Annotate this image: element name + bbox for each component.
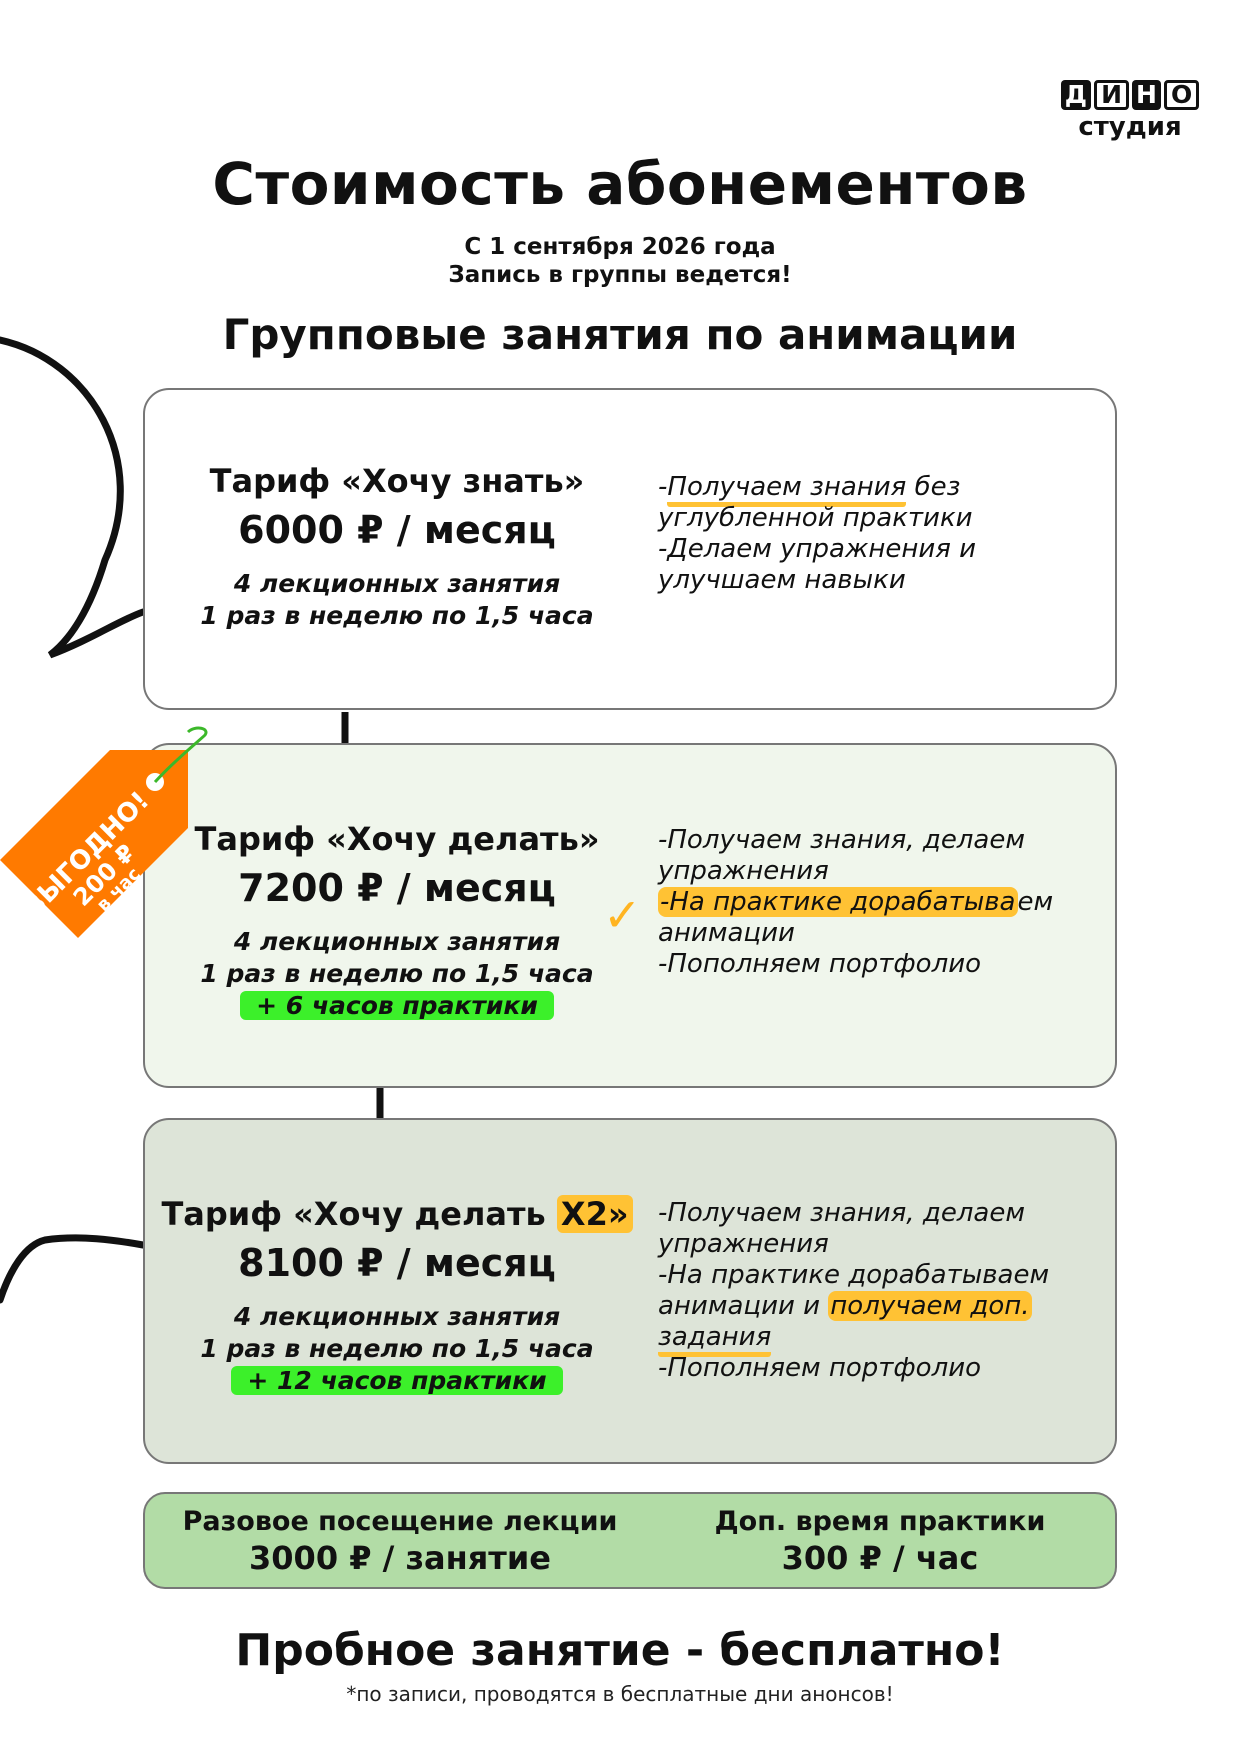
- tariff-main-info: Тариф «Хочу знать» 6000 ₽ / месяц 4 лекц…: [145, 462, 649, 632]
- feature-item: -Получаем знания, делаем упражнения: [658, 825, 1025, 886]
- tariff-main-info: Тариф «Хочу делать X2» 8100 ₽ / месяц 4 …: [145, 1195, 649, 1397]
- tariff-detail-schedule: 1 раз в неделю по 1,5 часа: [200, 959, 594, 988]
- tariff-features: -Получаем знания без углубленной практик…: [658, 472, 1098, 596]
- subtitle-enrollment: Запись в группы ведется!: [448, 262, 792, 288]
- single-visit-label: Разовое посещение лекции: [182, 1506, 618, 1537]
- feature-highlight: получаем доп.: [828, 1291, 1032, 1321]
- feature-highlight: Получаем знания: [667, 472, 907, 507]
- tariff-price: 6000 ₽ / месяц: [238, 508, 556, 552]
- extra-practice-price: Доп. время практики 300 ₽ / час: [655, 1506, 1105, 1577]
- checkmark-icon: ✓: [603, 888, 642, 942]
- tariff-details: 4 лекционных занятия 1 раз в неделю по 1…: [145, 568, 649, 632]
- feature-item: -Получаем знания, делаем упражнения: [658, 1198, 1025, 1259]
- tariff-features: -Получаем знания, делаем упражнения -На …: [658, 1198, 1098, 1384]
- tariff-detail-lessons: 4 лекционных занятия: [233, 569, 561, 598]
- studio-logo: Д И Н О студия: [1060, 80, 1200, 142]
- subtitle-date: С 1 сентября 2026 года: [464, 234, 776, 260]
- section-title: Групповые занятия по анимации: [222, 310, 1018, 359]
- tariff-details: 4 лекционных занятия 1 раз в неделю по 1…: [145, 926, 649, 1022]
- feature-item: -Получаем знания без углубленной практик…: [658, 472, 1098, 534]
- extra-practice-value: 300 ₽ / час: [781, 1539, 979, 1577]
- extra-prices-box: Разовое посещение лекции 3000 ₽ / заняти…: [143, 1492, 1117, 1589]
- tariff-price: 8100 ₽ / месяц: [238, 1241, 556, 1285]
- feature-text: -На практике дорабатываем анимации и: [658, 1260, 1050, 1321]
- logo-letter: О: [1163, 80, 1200, 110]
- trial-lesson-title: Пробное занятие - бесплатно!: [235, 1625, 1005, 1676]
- tariff-name: Тариф «Хочу знать»: [209, 462, 585, 500]
- logo-studio-text: студия: [1078, 112, 1182, 142]
- price-tag-icon: [0, 726, 208, 938]
- tariff-card-do-x2: Тариф «Хочу делать X2» 8100 ₽ / месяц 4 …: [143, 1118, 1117, 1464]
- feature-item: -Пополняем портфолио: [658, 949, 981, 979]
- feature-highlight: -На практике дорабатыва: [658, 887, 1018, 917]
- feature-text: ем анимации: [658, 887, 1054, 948]
- page-title: Стоимость абонементов: [212, 150, 1028, 218]
- logo-letter: Д: [1060, 80, 1092, 110]
- single-visit-price: Разовое посещение лекции 3000 ₽ / заняти…: [155, 1506, 645, 1577]
- tariff-extra-practice: + 12 часов практики: [231, 1366, 563, 1395]
- tariff-name-highlight: X2»: [556, 1195, 633, 1233]
- feature-text: без углубленной практики: [658, 472, 973, 533]
- tariff-card-know: Тариф «Хочу знать» 6000 ₽ / месяц 4 лекц…: [143, 388, 1117, 710]
- logo-letter: Н: [1132, 80, 1161, 110]
- feature-item: -На практике дорабатываем анимации и пол…: [658, 1260, 1098, 1357]
- tariff-extra-practice: + 6 часов практики: [240, 991, 554, 1020]
- logo-letter: И: [1094, 80, 1129, 110]
- tariff-card-do: Тариф «Хочу делать» 7200 ₽ / месяц 4 лек…: [143, 743, 1117, 1088]
- feature-item: -Пополняем портфолио: [658, 1353, 981, 1383]
- tariff-price: 7200 ₽ / месяц: [238, 866, 556, 910]
- single-visit-value: 3000 ₽ / занятие: [249, 1539, 551, 1577]
- footnote: *по записи, проводятся в бесплатные дни …: [346, 1682, 894, 1706]
- feature-item: -Делаем упражнения и улучшаем навыки: [658, 534, 977, 595]
- feature-underline: задания: [658, 1322, 772, 1357]
- tariff-detail-lessons: 4 лекционных занятия: [233, 1302, 561, 1331]
- logo-letters: Д И Н О: [1060, 80, 1200, 110]
- feature-item: -На практике дорабатываем анимации: [658, 887, 1098, 949]
- page-subtitle: С 1 сентября 2026 года Запись в группы в…: [0, 233, 1240, 289]
- tariff-detail-lessons: 4 лекционных занятия: [233, 927, 561, 956]
- tariff-details: 4 лекционных занятия 1 раз в неделю по 1…: [145, 1301, 649, 1397]
- extra-practice-label: Доп. время практики: [714, 1506, 1046, 1537]
- tariff-main-info: Тариф «Хочу делать» 7200 ₽ / месяц 4 лек…: [145, 820, 649, 1022]
- tariff-detail-schedule: 1 раз в неделю по 1,5 часа: [200, 601, 594, 630]
- tariff-name: Тариф «Хочу делать»: [194, 820, 600, 858]
- tariff-detail-schedule: 1 раз в неделю по 1,5 часа: [200, 1334, 594, 1363]
- tariff-features: -Получаем знания, делаем упражнения -На …: [658, 825, 1098, 980]
- feature-dash: -: [658, 472, 668, 502]
- tariff-name-text: Тариф «Хочу делать: [161, 1195, 557, 1233]
- tariff-name: Тариф «Хочу делать X2»: [145, 1195, 649, 1233]
